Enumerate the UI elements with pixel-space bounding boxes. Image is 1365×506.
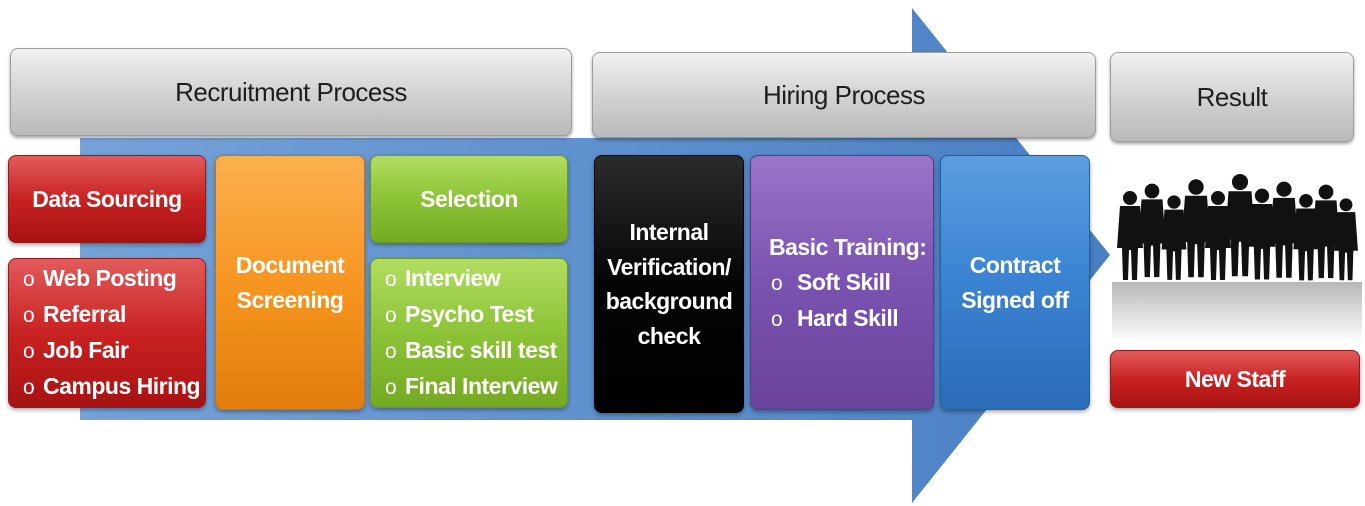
new-staff-box: New Staff bbox=[1110, 350, 1360, 408]
selection-list: Interview Psycho Test Basic skill test F… bbox=[371, 261, 567, 405]
contract-signed-box: Contract Signed off bbox=[940, 155, 1090, 410]
selection-box: Selection bbox=[370, 155, 568, 243]
verification-line2: Verification/ bbox=[607, 253, 731, 280]
internal-verification-box: Internal Verification/ background check bbox=[594, 155, 744, 413]
document-screening-line1: Document bbox=[235, 252, 345, 278]
basic-training-title: Basic Training: bbox=[769, 233, 927, 260]
list-item: Soft Skill bbox=[771, 265, 933, 301]
recruitment-process-label: Recruitment Process bbox=[175, 76, 407, 107]
recruitment-process-header: Recruitment Process bbox=[10, 48, 572, 136]
hiring-process-label: Hiring Process bbox=[762, 79, 926, 110]
list-item: Referral bbox=[23, 297, 205, 333]
selection-title: Selection bbox=[420, 185, 518, 212]
list-item: Campus Hiring bbox=[23, 369, 205, 405]
data-sourcing-box: Data Sourcing bbox=[8, 155, 206, 243]
list-item: Web Posting bbox=[23, 261, 205, 297]
data-sourcing-title: Data Sourcing bbox=[32, 185, 182, 212]
document-screening-line2: Screening bbox=[236, 286, 344, 313]
data-sourcing-list-box: Web Posting Referral Job Fair Campus Hir… bbox=[8, 258, 206, 408]
list-item: Basic skill test bbox=[385, 333, 567, 369]
document-screening-box: Document Screening bbox=[215, 155, 365, 410]
contract-line2: Signed off bbox=[961, 286, 1069, 313]
hiring-process-header: Hiring Process bbox=[592, 52, 1096, 138]
data-sourcing-list: Web Posting Referral Job Fair Campus Hir… bbox=[9, 261, 205, 405]
list-item: Final Interview bbox=[385, 369, 567, 405]
new-staff-label: New Staff bbox=[1184, 365, 1286, 392]
result-label: Result bbox=[1196, 81, 1268, 112]
result-header: Result bbox=[1110, 52, 1354, 142]
verification-line4: check bbox=[637, 322, 701, 349]
list-item: Job Fair bbox=[23, 333, 205, 369]
basic-training-list: Soft Skill Hard Skill bbox=[769, 265, 933, 337]
selection-list-box: Interview Psycho Test Basic skill test F… bbox=[370, 258, 568, 408]
verification-line1: Internal bbox=[629, 219, 709, 245]
business-people-silhouette-icon bbox=[1112, 173, 1362, 342]
basic-training-box: Basic Training: Soft Skill Hard Skill bbox=[750, 155, 934, 410]
verification-line3: background bbox=[605, 288, 733, 314]
list-item: Psycho Test bbox=[385, 297, 567, 333]
contract-line1: Contract bbox=[969, 252, 1061, 278]
list-item: Interview bbox=[385, 261, 567, 297]
list-item: Hard Skill bbox=[771, 301, 933, 337]
